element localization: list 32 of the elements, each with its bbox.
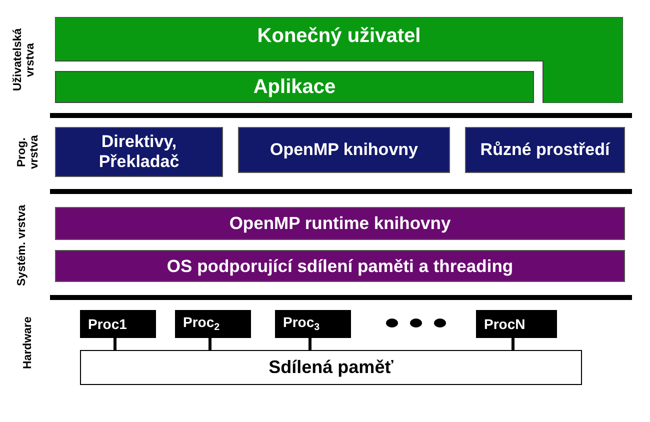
processor-box (275, 310, 351, 338)
node-label: Aplikace (253, 76, 336, 98)
layer-label: Prog. vrstva (16, 134, 42, 171)
processor-box (476, 310, 557, 338)
layer-label: Systém. vrstva (16, 203, 29, 287)
node-label: Proc$_{2}$ (183, 314, 220, 334)
connector-line (512, 338, 514, 350)
connector-line (114, 338, 116, 350)
connector-line (308, 338, 312, 350)
programming-block (55, 127, 223, 177)
system-block (55, 207, 625, 240)
shared-memory-box (80, 350, 582, 385)
programming-block (238, 127, 450, 173)
layer-label: Hardware (22, 316, 35, 372)
node-label: OpenMP runtime knihovny (229, 213, 451, 234)
application-block (55, 71, 534, 103)
node-label: Různé prostředí (480, 140, 610, 160)
node-label: Sdílená paměť (268, 357, 394, 378)
node-label: OpenMP knihovny (270, 140, 418, 160)
user-layer-block (55, 17, 623, 103)
node-label: Proc$_{3}$ (283, 314, 320, 334)
node-label: OS podporující sdílení paměti a threading (166, 256, 514, 276)
processor-box (175, 310, 251, 338)
node-label: Konečný uživatel (257, 25, 421, 48)
node-label: ProcN (484, 316, 526, 332)
processor-box (80, 310, 156, 338)
connector-line (208, 338, 212, 350)
node-label: Direktivy, Překladač (98, 132, 180, 172)
node-label: Proc1 (88, 316, 127, 332)
programming-block (465, 127, 625, 173)
layer-label: Uživatelská vrstva (12, 27, 38, 94)
system-block (55, 250, 625, 282)
